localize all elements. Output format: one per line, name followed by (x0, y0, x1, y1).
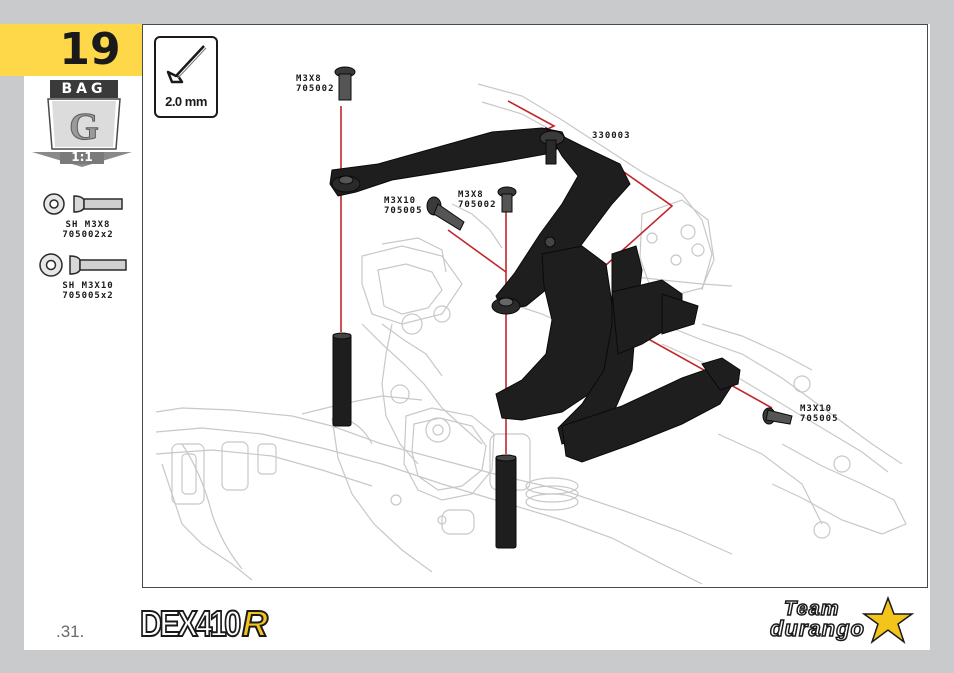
part-name: SH M3X10 (62, 281, 114, 291)
button-head-screw-icon (69, 255, 127, 275)
assembly-illustration (155, 66, 907, 585)
callout-screw-code: 705005 (800, 414, 839, 424)
hex-key-icon (166, 45, 207, 84)
tool-size: 2.0 mm (165, 94, 207, 109)
callout-screw-size: M3X8 (458, 190, 484, 200)
step-number: 19 (59, 24, 121, 75)
brand-logo-top: Team (783, 597, 840, 621)
callout-screw-size: M3X10 (384, 196, 417, 206)
page-number: .31. (56, 622, 85, 641)
callout-part-code: 330003 (592, 131, 631, 141)
brand-logo-bottom: durango (769, 615, 865, 642)
scale-text: 1:1 (71, 150, 93, 164)
bag-label: BAG (50, 80, 118, 98)
part-code: 705002x2 (62, 230, 114, 240)
step-tab (0, 24, 142, 76)
callout-screw-size: M3X8 (296, 74, 322, 84)
callout-screw-size: M3X10 (800, 404, 833, 414)
product-logo-suffix: R (241, 603, 269, 645)
part-code: 705005x2 (62, 291, 114, 301)
callout-screw-code: 705002 (296, 84, 335, 94)
callout-screw-code: 705005 (384, 206, 423, 216)
bag-icon: G (47, 98, 121, 150)
product-logo: DEX410 (139, 603, 242, 645)
callout-screw-code: 705002 (458, 200, 497, 210)
assembly-frame (142, 24, 928, 588)
scale-arrow-icon (32, 152, 132, 167)
bag-letter: G (69, 106, 99, 148)
star-icon (861, 595, 915, 645)
washer-icon (43, 193, 65, 215)
tool-box (154, 36, 218, 118)
washer-icon (39, 253, 63, 277)
part-name: SH M3X8 (65, 220, 111, 230)
button-head-screw-icon (73, 195, 123, 213)
